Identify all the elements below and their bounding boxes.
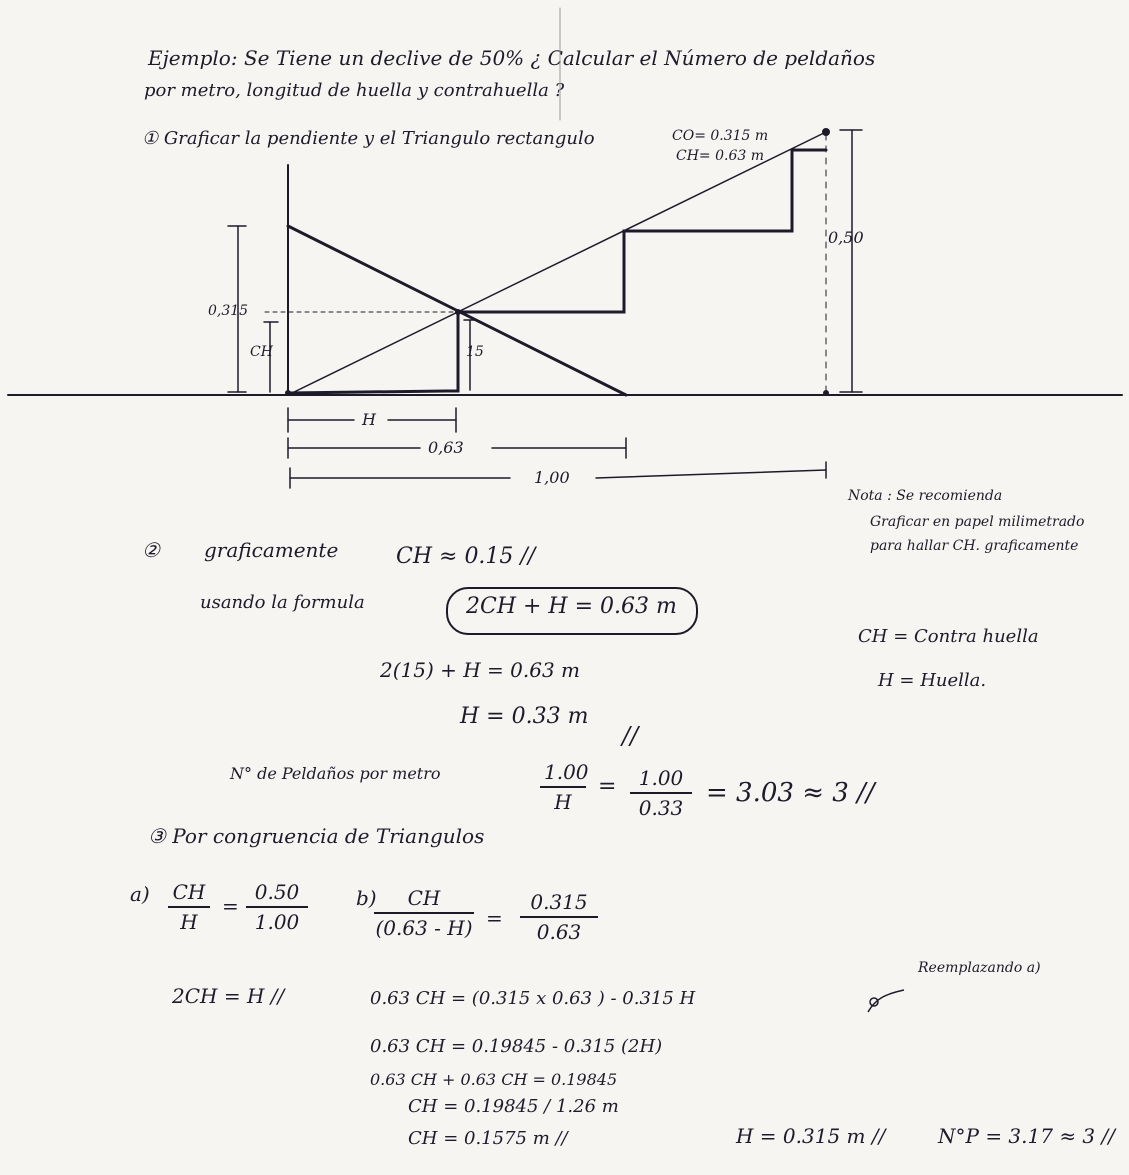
step2-eq1: 2(15) + H = 0.63 m: [380, 658, 581, 682]
label-ch: CH: [250, 344, 273, 360]
definition-h: H = Huella.: [878, 670, 987, 691]
formula-circle: [446, 587, 698, 635]
step3-b-label: b): [356, 886, 377, 910]
title-line-1: Ejemplo: Se Tiene un declive de 50% ¿ Ca…: [148, 46, 876, 70]
label-0315: 0,315: [208, 303, 249, 319]
step3-eq-a: 2CH = H //: [172, 984, 285, 1008]
note-line-2: Graficar en papel milimetrado: [870, 514, 1085, 530]
steps-equals: =: [598, 774, 617, 799]
step3-line1: 0.63 CH = (0.315 x 0.63 ) - 0.315 H: [370, 988, 696, 1009]
step2-eq2: H = 0.33 m: [460, 704, 589, 729]
step3-a-ratio-left: CH H: [168, 880, 210, 934]
step3-a-label: a): [130, 882, 150, 906]
label-063: 0,63: [428, 438, 464, 457]
label-050: 0,50: [828, 228, 864, 247]
step3-line5: CH = 0.1575 m //: [408, 1128, 568, 1149]
steps-fraction-1: 1.00 H: [540, 760, 589, 814]
step1-text: ① Graficar la pendiente y el Triangulo r…: [142, 128, 595, 149]
label-15: 15: [466, 344, 484, 360]
step1-co: CO= 0.315 m: [672, 128, 769, 144]
reemplazando-arrow-icon: [867, 989, 905, 1013]
step2-graph-result: CH ≈ 0.15 //: [396, 544, 536, 569]
note-line-1: Nota : Se recomienda: [848, 488, 1003, 504]
stair-diagram: [7, 7, 1123, 489]
step2-graph-text: graficamente: [204, 538, 339, 562]
step2-number: ②: [142, 538, 160, 562]
slope-line: [287, 131, 827, 396]
step3-b-ratio-left: CH (0.63 - H): [374, 886, 474, 940]
step2-formula: 2CH + H = 0.63 m: [466, 594, 677, 619]
title-line-2: por metro, longitud de huella y contrahu…: [144, 80, 565, 101]
steps-fraction-2: 1.00 0.33: [630, 766, 692, 820]
note-line-3: para hallar CH. graficamente: [870, 538, 1079, 554]
step1-ch: CH= 0.63 m: [676, 148, 764, 164]
step3-line4: CH = 0.19845 / 1.26 m: [408, 1096, 619, 1117]
step3-h-result: H = 0.315 m //: [736, 1124, 886, 1148]
step2-formula-text: usando la formula: [200, 592, 365, 613]
step3-a-ratio-right: 0.50 1.00: [246, 880, 308, 934]
definition-ch: CH = Contra huella: [858, 626, 1039, 647]
step3-b-equals: =: [486, 906, 503, 930]
label-h: H: [362, 410, 376, 429]
step3-reemplazando: Reemplazando a): [918, 960, 1041, 976]
step3-a-equals: =: [222, 894, 239, 918]
step2-mark: //: [622, 722, 639, 750]
step3-line2: 0.63 CH = 0.19845 - 0.315 (2H): [370, 1036, 663, 1057]
steps-label: N° de Peldaños por metro: [230, 764, 441, 783]
steps-result: = 3.03 ≈ 3 //: [706, 778, 875, 808]
step3-np-result: N°P = 3.17 ≈ 3 //: [938, 1124, 1115, 1148]
stair-profile: [286, 148, 828, 395]
step3-line3: 0.63 CH + 0.63 CH = 0.19845: [370, 1070, 618, 1089]
step3-text: ③ Por congruencia de Triangulos: [148, 824, 485, 848]
label-100: 1,00: [534, 468, 570, 487]
slope-top-point: [822, 128, 830, 136]
step3-b-ratio-right: 0.315 0.63: [520, 890, 598, 944]
